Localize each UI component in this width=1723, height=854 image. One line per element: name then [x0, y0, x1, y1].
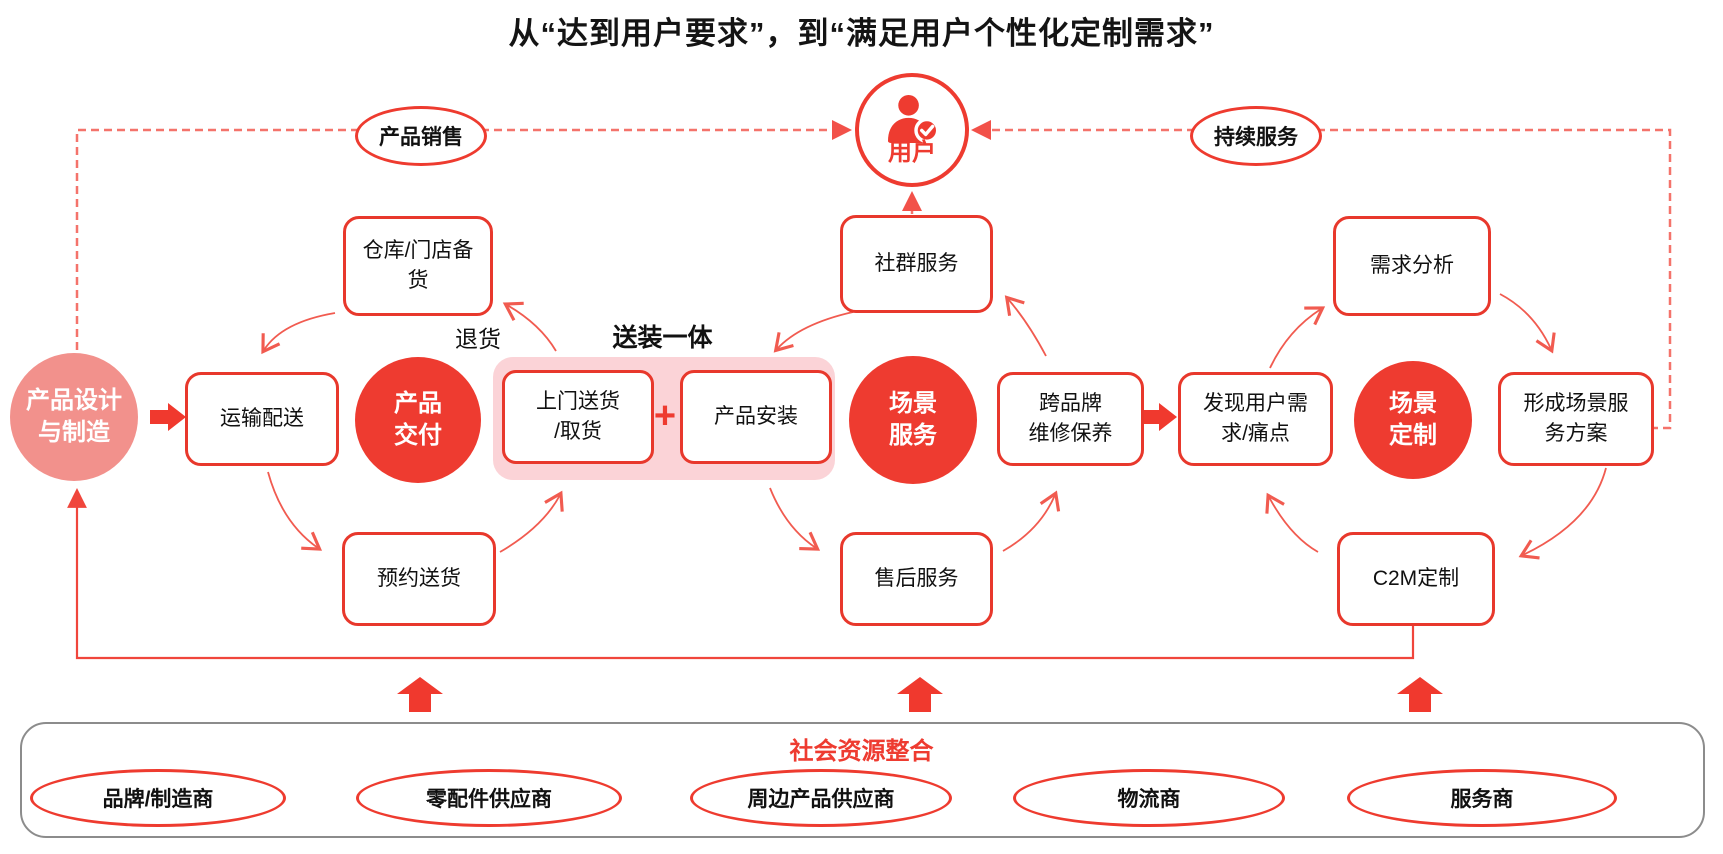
arrow-transport-to-reserve: [267, 471, 323, 551]
block-arrow-resources-up-2: [897, 677, 943, 712]
supplier-oval-brand-manufacturer: 品牌/制造商: [30, 769, 286, 827]
arrow-c2m-to-discover: [1265, 492, 1319, 553]
block-arrow-design-to-transport: [150, 403, 186, 431]
supplier-oval-parts-supplier: 零配件供应商: [356, 769, 622, 827]
box-demand-analysis: 需求分析: [1333, 216, 1491, 316]
stage-circle-scene-customization: 场景 定制: [1354, 361, 1472, 479]
arrow-community-to-install: [773, 311, 854, 353]
user-node: 用户: [855, 73, 969, 187]
arrow-crossbrand-to-community: [1004, 295, 1047, 357]
arrow-aftersales-to-crossbrand: [1002, 490, 1061, 552]
user-label: 用户: [888, 139, 936, 166]
social-resources-title: 社会资源整合: [789, 738, 934, 765]
arrow-return-to-warehouse: [502, 301, 557, 352]
block-arrow-resources-up-3: [1397, 677, 1443, 712]
box-cross-brand-maintenance: 跨品牌 维修保养: [997, 372, 1144, 466]
supplier-oval-logistics: 物流商: [1013, 769, 1285, 827]
phase-label-continuous-service: 持续服务: [1190, 106, 1322, 166]
box-product-install: 产品安装: [680, 370, 832, 464]
block-arrow-resources-up-1: [397, 677, 443, 712]
feedback-line-c2m-to-design: [67, 488, 1415, 660]
arrow-install-to-aftersales: [769, 487, 821, 551]
stage-circle-scene-service: 场景 服务: [849, 356, 977, 484]
supplier-oval-service-provider: 服务商: [1347, 769, 1617, 827]
box-c2m-customization: C2M定制: [1337, 532, 1495, 626]
box-transport-distribution: 运输配送: [185, 372, 339, 466]
arrow-analysis-to-plan: [1499, 293, 1556, 354]
box-reserve-delivery: 预约送货: [342, 532, 496, 626]
plus-sign: +: [653, 394, 677, 437]
stage-circle-product-delivery: 产品 交付: [355, 357, 481, 483]
stage-circle-design-manufacture: 产品设计 与制造: [10, 353, 138, 481]
phase-label-product-sales: 产品销售: [355, 106, 487, 166]
box-scene-service-plan: 形成场景服 务方案: [1498, 372, 1654, 466]
supplier-oval-peripheral-supplier: 周边产品供应商: [690, 769, 952, 827]
return-goods-label: 退货: [455, 326, 501, 352]
bundle-label: 送装一体: [612, 324, 713, 352]
block-arrow-crossbrand-to-discover: [1141, 403, 1177, 431]
arrow-plan-to-c2m: [1518, 467, 1607, 560]
user-check-icon: [888, 95, 940, 143]
arrow-reserve-to-bundle: [499, 490, 564, 553]
arrow-warehouse-to-transport: [261, 312, 336, 355]
arrow-discover-to-analysis: [1269, 306, 1326, 369]
box-door-delivery-pickup: 上门送货 /取货: [502, 370, 654, 464]
box-warehouse-store-stock: 仓库/门店备 货: [343, 216, 493, 316]
box-community-service: 社群服务: [840, 215, 993, 313]
box-discover-user-needs: 发现用户需 求/痛点: [1178, 372, 1333, 466]
page-title: 从“达到用户要求”，到“满足用户个性化定制需求”: [508, 16, 1215, 51]
box-after-sales-service: 售后服务: [840, 532, 993, 626]
